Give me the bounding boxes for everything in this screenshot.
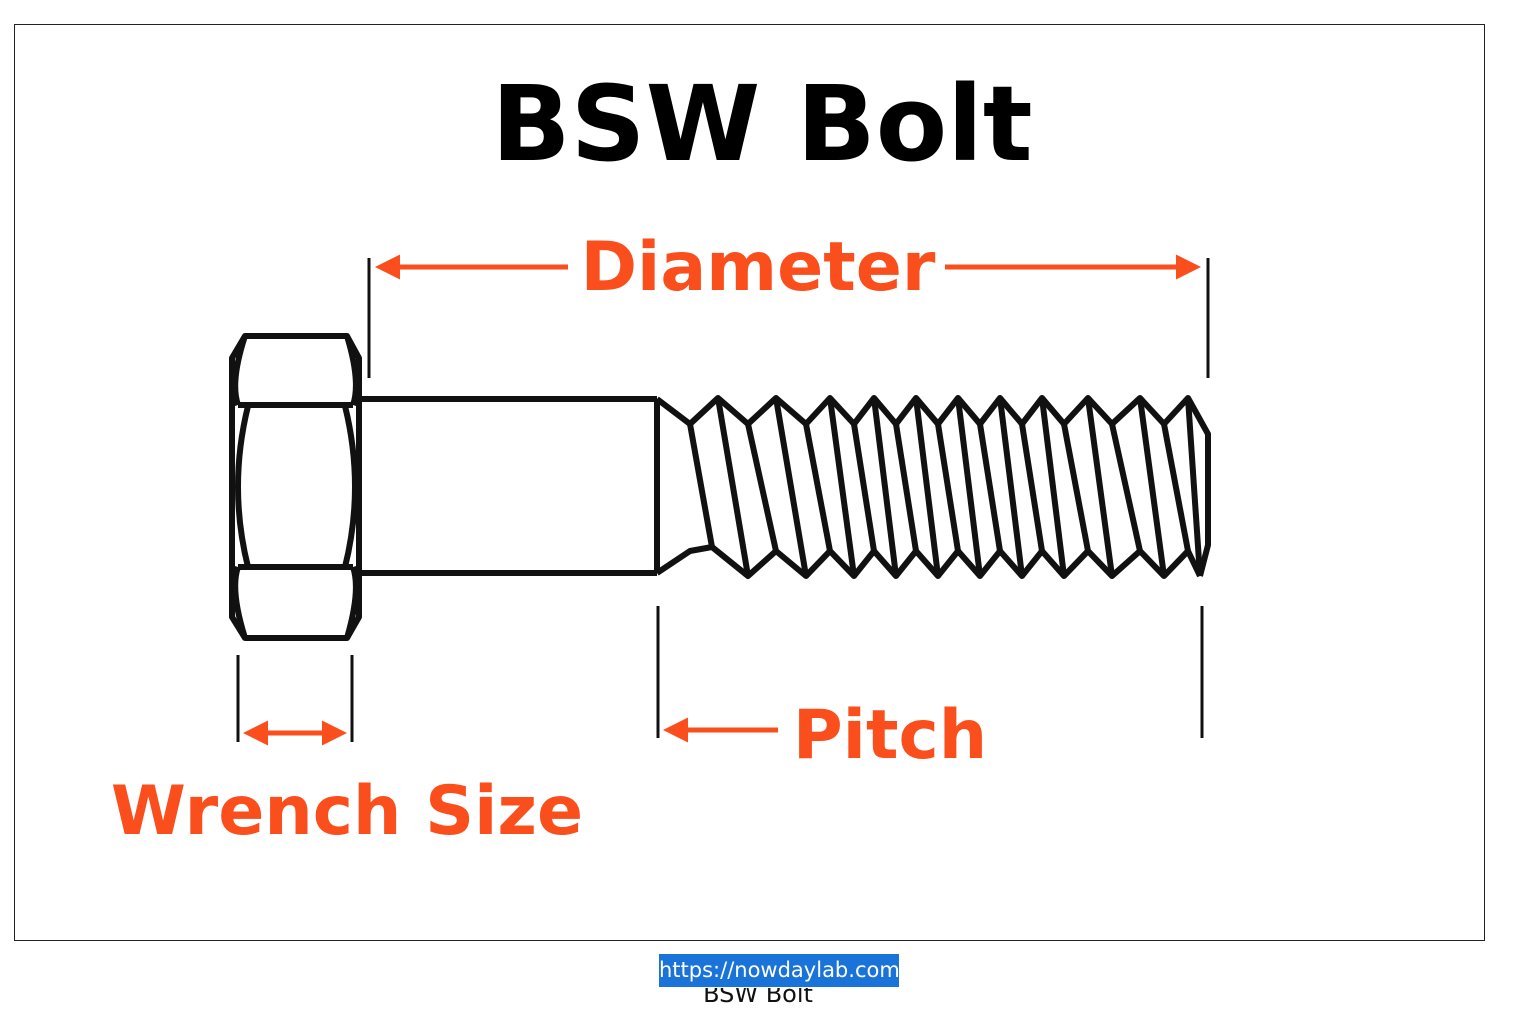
diameter-dimension [367,254,1210,378]
pitch-label: Pitch [793,696,987,775]
diagram-title: BSW Bolt [491,63,1032,185]
wrench-size-dimension [236,655,354,746]
diameter-label: Diameter [581,228,936,307]
image-caption: BSW Bolt [703,980,813,1008]
pitch-dimension [656,606,1204,743]
wrench-size-label: Wrench Size [111,772,583,851]
bolt-shank [359,396,660,576]
bolt-head [229,333,362,641]
bolt-thread [655,395,1211,579]
source-link[interactable]: https://nowdaylab.com [659,954,899,987]
diagram-frame [14,24,1485,941]
